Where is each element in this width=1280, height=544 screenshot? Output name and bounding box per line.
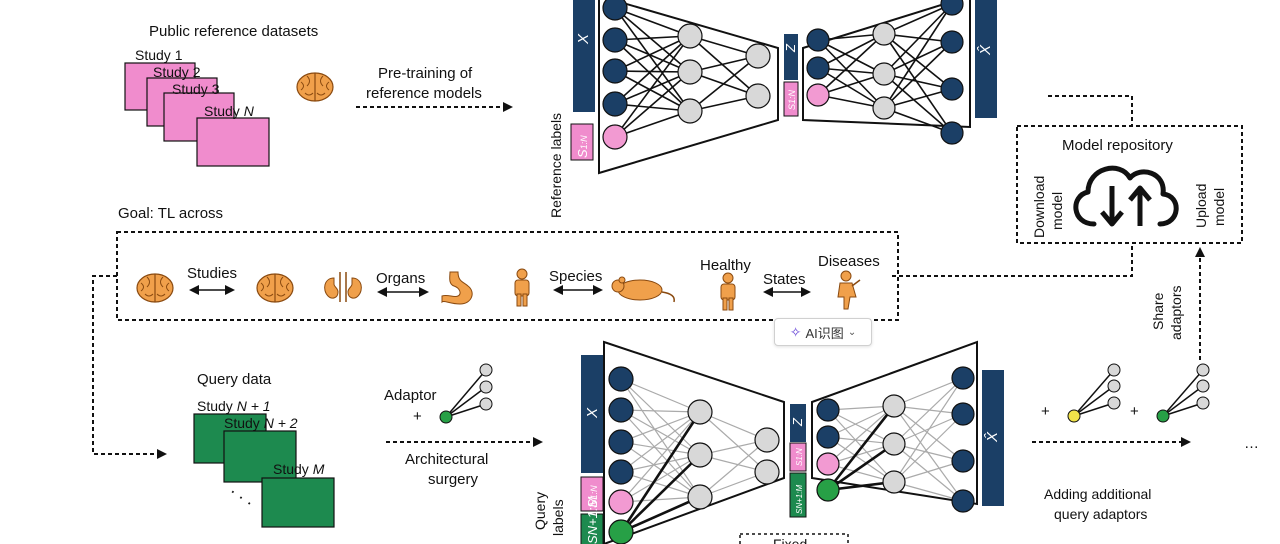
add-plus-2: + bbox=[1130, 403, 1139, 420]
study-m-card bbox=[261, 477, 335, 528]
stomach-icon bbox=[441, 271, 473, 305]
repo-download-connector bbox=[892, 243, 1133, 277]
query-nodes bbox=[608, 366, 975, 544]
study-n2-card bbox=[223, 430, 297, 483]
model-repository-box bbox=[1016, 125, 1243, 244]
latent-z-bar bbox=[784, 34, 798, 80]
add-plus-1: + bbox=[1041, 403, 1050, 420]
input-x-label: X bbox=[575, 33, 592, 45]
q-latent-z-label: Z bbox=[790, 417, 805, 427]
q-output-xhat-bar bbox=[982, 370, 1004, 506]
surgery-label-1: Architectural bbox=[405, 451, 488, 468]
latent-s-label: S1:N bbox=[787, 89, 797, 110]
upload-model-label-2: model bbox=[1211, 188, 1227, 226]
encoder-trapezoid bbox=[598, 0, 779, 175]
repo-upload-connector bbox=[1048, 95, 1133, 126]
reference-study-stack: Study 1 Study 2 Study 3 Study N bbox=[124, 47, 270, 167]
adaptor-yellow-glyph bbox=[1067, 363, 1121, 423]
study-m-label: Study M bbox=[273, 461, 325, 477]
query-study-stack: Study N + 1 Study N + 2 Study M . . . bbox=[193, 398, 335, 528]
q-latent-s-bar bbox=[789, 442, 807, 472]
study-n1-label: Study N + 1 bbox=[197, 398, 271, 414]
q-input-x-bar bbox=[581, 355, 603, 473]
ai-recognize-label: AI识图 bbox=[805, 325, 844, 341]
goal-species-label: Species bbox=[549, 268, 602, 285]
add-ellipsis: … bbox=[1244, 435, 1259, 452]
pretraining-label-1: Pre-training of bbox=[378, 65, 473, 82]
q-query-label-text: SN+1:M bbox=[585, 497, 600, 544]
q-encoder-connections bbox=[620, 378, 768, 503]
q-input-x-label: X bbox=[584, 407, 601, 419]
q-ref-label-text: S1:N bbox=[585, 485, 600, 508]
goal-to-query-arrow bbox=[92, 275, 167, 459]
adding-label-1: Adding additional bbox=[1044, 486, 1151, 502]
cloud-sync-icon bbox=[1073, 165, 1179, 227]
human-icon bbox=[514, 268, 530, 307]
goal-title: Goal: TL across bbox=[118, 205, 223, 222]
q-adaptor-encoder-connections bbox=[619, 411, 702, 534]
output-xhat-bar bbox=[975, 0, 997, 118]
chevron-down-icon: ⌄ bbox=[847, 326, 857, 338]
q-decoder-trapezoid bbox=[811, 340, 978, 506]
study-n2-label: Study N + 2 bbox=[224, 415, 298, 431]
fixed-box bbox=[739, 533, 849, 544]
study-n-label: Study N bbox=[204, 103, 255, 119]
query-labels-text-1: Query bbox=[532, 492, 548, 530]
goal-states-label: States bbox=[763, 271, 806, 288]
query-labels-text-2: labels bbox=[550, 499, 566, 536]
study-3-label: Study 3 bbox=[172, 81, 220, 97]
q-latent-z-bar bbox=[790, 404, 806, 442]
decoder-trapezoid bbox=[802, 0, 971, 129]
adaptor-plus: + bbox=[413, 408, 422, 425]
reference-labels-text: Reference labels bbox=[548, 113, 564, 218]
ai-recognize-button[interactable]: ✧ AI识图 ⌄ bbox=[774, 318, 872, 346]
model-repository-title: Model repository bbox=[1062, 137, 1173, 154]
latent-s-bar bbox=[783, 81, 799, 117]
sick-person-icon bbox=[837, 270, 861, 310]
share-adaptors-label-2: adaptors bbox=[1168, 286, 1184, 340]
download-model-label-1: Download bbox=[1031, 176, 1047, 238]
kidney-icon bbox=[324, 272, 362, 302]
study-2-label: Study 2 bbox=[153, 64, 201, 80]
adaptor-green-glyph bbox=[1156, 363, 1210, 423]
q-latent-sq-label: SN+1:M bbox=[795, 485, 804, 514]
mouse-icon bbox=[611, 276, 675, 303]
adding-label-2: query adaptors bbox=[1054, 506, 1147, 522]
ref-label-bar bbox=[570, 123, 594, 161]
goal-organs-label: Organs bbox=[376, 270, 425, 287]
brain-icon-left bbox=[136, 273, 174, 303]
q-latent-sq-bar bbox=[789, 472, 807, 518]
share-adaptors-label-1: Share bbox=[1150, 292, 1166, 330]
upload-model-label-1: Upload bbox=[1193, 184, 1209, 228]
brain-icon-right bbox=[256, 273, 294, 303]
ref-label-text: S1:N bbox=[575, 135, 590, 158]
goal-healthy-label: Healthy bbox=[700, 257, 751, 274]
q-latent-s-label: S1:N bbox=[795, 448, 804, 466]
download-model-label-2: model bbox=[1049, 192, 1065, 230]
reference-model: X S1:N Z S1:N X̂ bbox=[570, 0, 997, 175]
surgery-label-2: surgery bbox=[428, 471, 479, 488]
study-1-label: Study 1 bbox=[135, 47, 183, 63]
public-reference-title: Public reference datasets bbox=[149, 23, 318, 40]
goal-studies-label: Studies bbox=[187, 265, 237, 282]
goal-diseases-label: Diseases bbox=[818, 253, 880, 270]
output-xhat-label: X̂ bbox=[977, 44, 994, 56]
q-encoder-trapezoid bbox=[603, 340, 785, 544]
study-n-card bbox=[196, 117, 270, 167]
healthy-person-icon bbox=[720, 272, 736, 311]
pretraining-label-2: reference models bbox=[366, 85, 482, 102]
brain-icon bbox=[296, 72, 334, 102]
sparkle-icon: ✧ bbox=[789, 323, 802, 340]
fixed-label: Fixed bbox=[773, 536, 807, 544]
reference-nodes bbox=[602, 0, 964, 150]
query-stack-ellipsis: . . . bbox=[228, 478, 260, 509]
query-data-title: Query data bbox=[197, 371, 272, 388]
q-output-xhat-label: X̂ bbox=[984, 431, 1001, 443]
adaptor-label: Adaptor bbox=[384, 387, 437, 404]
latent-z-label: Z bbox=[783, 43, 798, 53]
input-x-bar bbox=[573, 0, 595, 112]
adaptor-glyph bbox=[439, 363, 493, 424]
query-model: X S1:N SN+1:M Z S1:N SN+1:M X̂ bbox=[580, 340, 1004, 544]
